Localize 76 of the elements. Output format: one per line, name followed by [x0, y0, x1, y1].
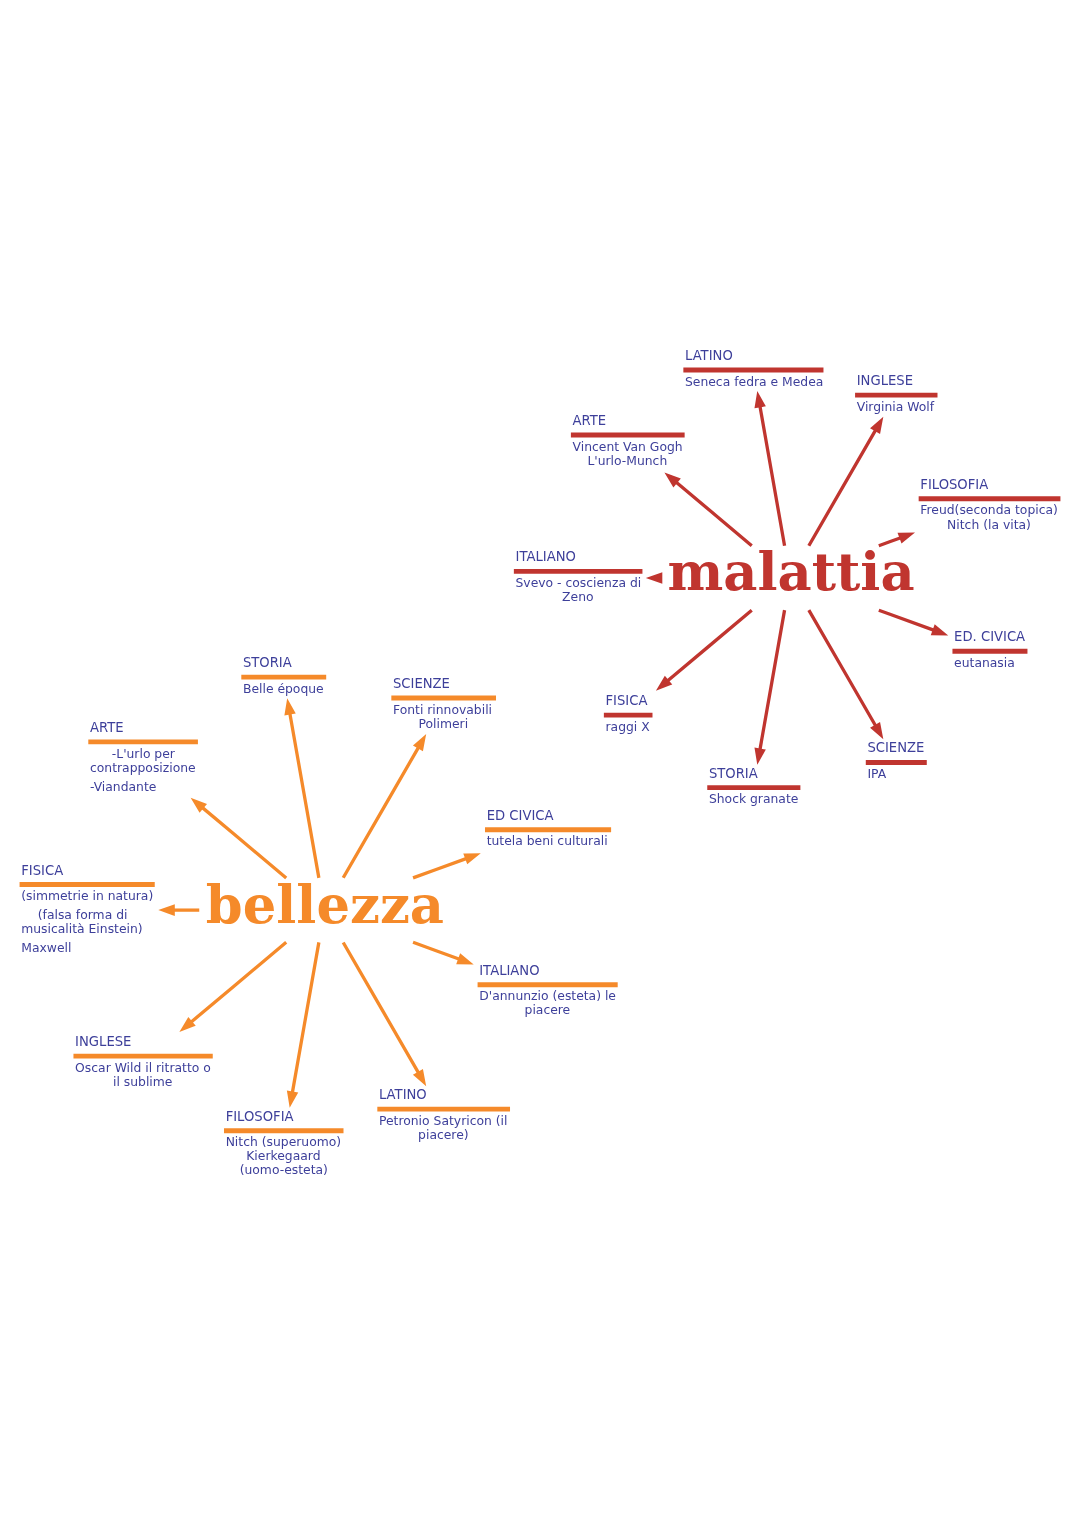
node-label: Virginia Wolf [856, 399, 935, 414]
arrow [754, 391, 787, 547]
arrow [158, 904, 200, 916]
node-label: eutanasia [954, 655, 1015, 670]
node-text: bellezza [205, 872, 445, 935]
arrow [412, 853, 481, 880]
arrow [284, 698, 321, 879]
node-label: LATINO [685, 347, 733, 363]
node-label: FILOSOFIA [225, 1108, 294, 1124]
node-label: INGLESE [856, 373, 914, 389]
node-label: raggi X [605, 719, 650, 734]
node-label: STORIA [242, 655, 292, 671]
node-box [224, 1128, 344, 1134]
node-text: malattia [667, 540, 915, 603]
node-label: ARTE [89, 719, 124, 735]
arrow [190, 797, 288, 880]
arrow [655, 609, 753, 691]
node-label: Petronio Satyricon (il piacere) [378, 1113, 508, 1142]
node-label: Nitch (superuomo) Kierkegaard (uomo-esteta) [225, 1135, 342, 1178]
node-label: Vincent Van Gogh L'urlo-Munch [572, 439, 683, 468]
node-label: Fonti rinnovabili Polimeri [392, 702, 493, 731]
node-label: FILOSOFIA [920, 476, 989, 492]
node-label: STORIA [708, 765, 758, 781]
node-label: ARTE [572, 412, 607, 428]
node-label: IPA [867, 767, 887, 782]
node-label: (falsa forma di musicalità Einstein) [21, 908, 143, 937]
arrow [664, 472, 753, 547]
node-label: Maxwell [21, 941, 72, 956]
arrow [878, 608, 949, 636]
node-label: FISICA [605, 693, 648, 709]
arrow [179, 941, 288, 1032]
node-box [377, 1106, 510, 1112]
arrow [412, 940, 474, 965]
node-box [513, 568, 643, 574]
arrow [286, 942, 321, 1108]
node-label: Svevo - coscienza di Zeno [515, 576, 642, 605]
node-label: LATINO [378, 1087, 427, 1103]
node-label: D'annunzio (esteta) le piacere [479, 989, 616, 1018]
node-label: ED. CIVICA [954, 629, 1026, 645]
node-label: Freud(seconda topica) Nitch (la vita) [920, 503, 1058, 532]
node-box [683, 367, 824, 373]
node-label: Belle époque [242, 681, 324, 696]
node-box [241, 674, 327, 680]
node-label: Oscar Wild il ritratto o il sublime [75, 1060, 211, 1089]
node-label: SCIENZE [392, 675, 450, 691]
node-box [952, 648, 1028, 654]
node-label: INGLESE [75, 1034, 132, 1050]
node-label: ED CIVICA [486, 807, 554, 823]
node-box [570, 432, 685, 438]
node-label: FISICA [21, 862, 64, 878]
arrow [341, 734, 427, 879]
node-label: -Viandante [89, 779, 157, 794]
node-box [865, 760, 927, 765]
node-label: Seneca fedra e Medea [685, 374, 824, 389]
node-box [19, 882, 155, 888]
node-label: -L'urlo per contrapposizione [89, 746, 196, 775]
node-box [73, 1053, 213, 1059]
arrow [341, 941, 427, 1087]
node-box [918, 496, 1061, 502]
node-box [477, 982, 618, 988]
node-box [485, 827, 612, 833]
arrow [807, 609, 884, 740]
node-box [855, 392, 938, 398]
node-label: Shock granate [708, 792, 799, 807]
node-label: tutela beni culturali [486, 834, 608, 849]
arrow [807, 416, 884, 547]
node-box [391, 695, 496, 701]
node-box [603, 712, 653, 718]
node-label: ITALIANO [479, 962, 540, 978]
node-box [707, 785, 801, 791]
node-label: SCIENZE [867, 740, 925, 756]
node-label: (simmetrie in natura) [21, 889, 154, 904]
node-label: ITALIANO [515, 549, 576, 565]
node-box [88, 739, 198, 745]
arrow [754, 609, 787, 765]
arrow [878, 532, 916, 548]
